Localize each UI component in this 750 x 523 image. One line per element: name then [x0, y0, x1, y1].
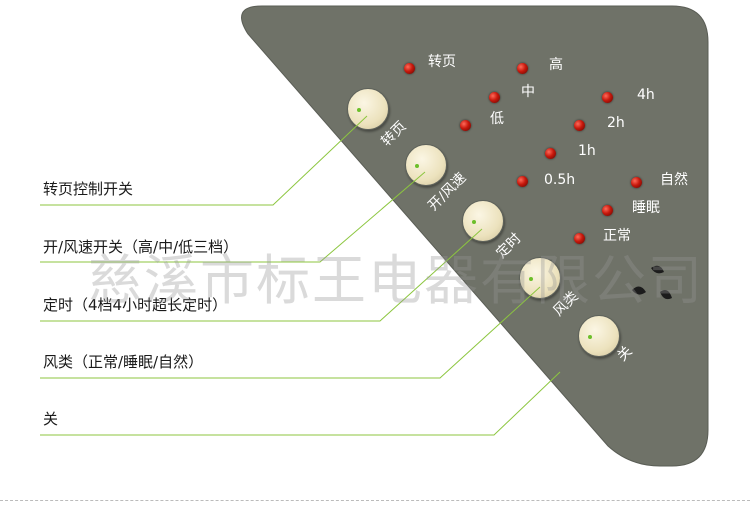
led-sleep [602, 205, 613, 216]
led-4h [602, 92, 613, 103]
callout-off: 关 [43, 410, 59, 428]
indicator-label-normal: 正常 [603, 228, 631, 244]
mode-button[interactable] [519, 257, 561, 299]
off-button[interactable] [578, 315, 620, 357]
fan-icon [632, 265, 672, 300]
button-marker [357, 108, 361, 112]
callout-mode: 风类（正常/睡眠/自然） [43, 353, 204, 371]
indicator-label-1h: 1h [578, 143, 596, 159]
led-05h [517, 176, 528, 187]
indicator-label-mid: 中 [521, 84, 535, 100]
button-marker [415, 164, 419, 168]
indicator-label-high: 高 [549, 57, 563, 73]
callout-speed: 开/风速开关（高/中/低三档） [43, 238, 239, 256]
led-page-turn [404, 63, 415, 74]
button-marker [472, 220, 476, 224]
indicator-label-natural: 自然 [660, 172, 688, 188]
indicator-label-2h: 2h [607, 115, 625, 131]
led-high [517, 63, 528, 74]
led-low [460, 120, 471, 131]
divider [0, 500, 750, 501]
led-normal [574, 233, 585, 244]
company-watermark: 慈溪市标王电器有限公司 [88, 249, 704, 312]
page-turn-button[interactable] [347, 88, 389, 130]
indicator-label-4h: 4h [637, 87, 655, 103]
timer-button[interactable] [462, 200, 504, 242]
led-natural [631, 177, 642, 188]
indicator-label-page-turn: 转页 [428, 54, 456, 70]
button-marker [588, 335, 592, 339]
indicator-label-sleep: 睡眠 [632, 200, 660, 216]
speed-button[interactable] [405, 144, 447, 186]
led-2h [574, 120, 585, 131]
led-1h [545, 148, 556, 159]
button-marker [529, 277, 533, 281]
led-mid [489, 92, 500, 103]
indicator-label-05h: 0.5h [544, 172, 576, 188]
callout-page-turn: 转页控制开关 [43, 180, 134, 198]
indicator-label-low: 低 [490, 111, 504, 127]
callout-timer: 定时（4档4小时超长定时） [43, 296, 228, 314]
